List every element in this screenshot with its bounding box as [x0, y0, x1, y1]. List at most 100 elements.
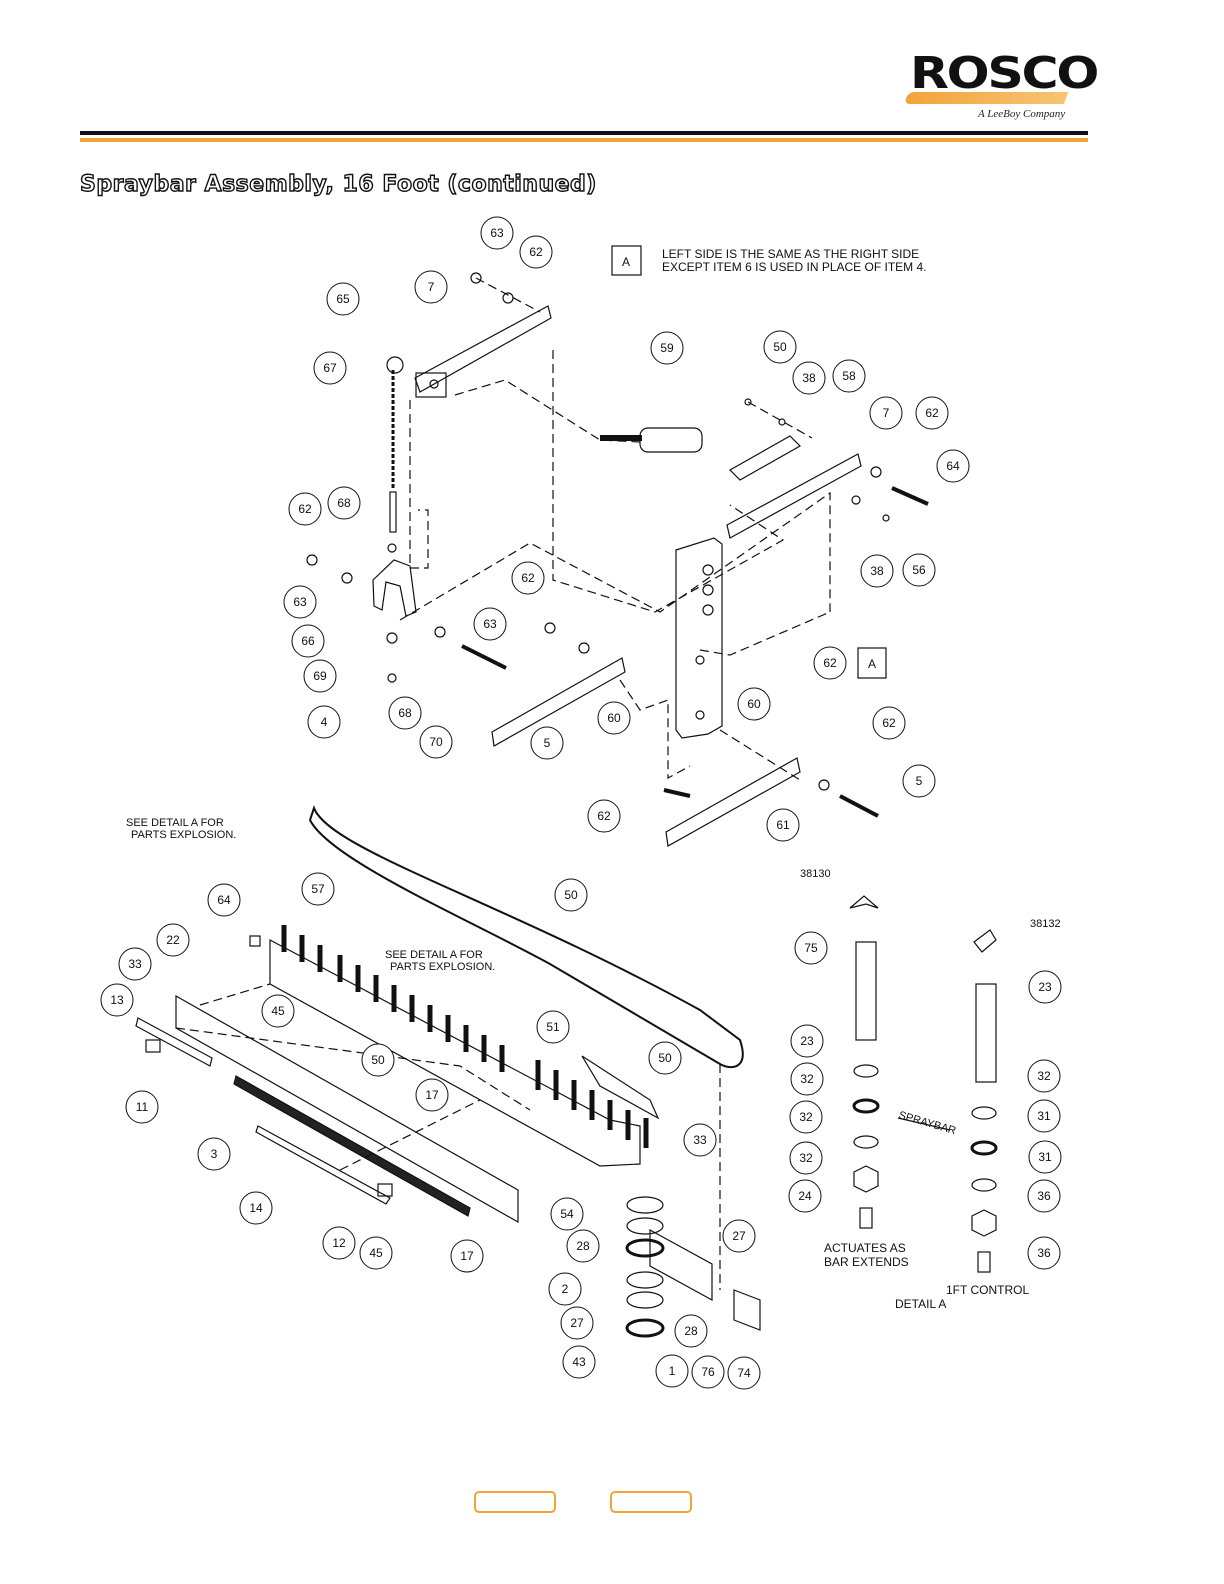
callout-number: 38 — [802, 371, 816, 385]
bar-7-right — [726, 453, 862, 539]
header-rule-orange — [80, 138, 1088, 142]
callout-number: 50 — [371, 1053, 385, 1067]
callout-number: 63 — [483, 617, 497, 631]
ring-stack — [625, 1196, 665, 1338]
bar-5-right — [665, 757, 801, 847]
callout-number: 2 — [562, 1282, 569, 1296]
callout-circle — [519, 235, 553, 269]
extension-2 — [649, 1228, 713, 1302]
callout-number: 45 — [369, 1246, 383, 1260]
see-detail-2-line1: SEE DETAIL A FOR — [385, 949, 483, 961]
callout-circle — [1027, 1059, 1061, 1093]
note-box-a — [611, 245, 642, 276]
plate-11 — [175, 994, 519, 1224]
bar-5-left — [491, 657, 626, 747]
callout-number: 27 — [732, 1229, 746, 1243]
callout-number: 22 — [166, 933, 180, 947]
callout-circle — [291, 624, 325, 658]
detail-a-label: DETAIL A — [895, 1297, 946, 1311]
callout-number: 31 — [1038, 1150, 1052, 1164]
callout-circle — [789, 1141, 823, 1175]
bar-7-upper — [414, 305, 552, 393]
callout-number: 58 — [842, 369, 856, 383]
page-title: Spraybar Assembly, 16 Foot (continued) — [79, 171, 597, 197]
callout-number: 7 — [883, 406, 890, 420]
spraybar-line — [897, 1117, 951, 1131]
callout-circle — [813, 646, 847, 680]
callout-circle — [207, 883, 241, 917]
bar-7-block — [415, 372, 447, 398]
callout-number: 64 — [946, 459, 960, 473]
callout-number: 63 — [490, 226, 504, 240]
callout-number: 60 — [747, 697, 761, 711]
note-text-line1: LEFT SIDE IS THE SAME AS THE RIGHT SIDE — [662, 247, 919, 261]
callout-circle — [788, 1179, 822, 1213]
prev-page-button[interactable] — [474, 1491, 556, 1513]
callout-number: 33 — [128, 957, 142, 971]
valve-38130 — [849, 895, 879, 909]
callout-number: 74 — [737, 1366, 751, 1380]
hitch-plate-66 — [372, 559, 417, 617]
callout-number: 61 — [776, 818, 790, 832]
callout-number: 38 — [870, 564, 884, 578]
callout-circle — [197, 1137, 231, 1171]
callout-circle — [737, 687, 771, 721]
callout-number: 51 — [546, 1020, 560, 1034]
header-rule-black — [80, 131, 1088, 135]
callout-number: 5 — [544, 736, 551, 750]
callout-circle — [792, 361, 826, 395]
callout-number: 36 — [1037, 1246, 1051, 1260]
callout-number: 3 — [211, 1147, 218, 1161]
callout-circle — [156, 923, 190, 957]
callout-circle — [674, 1314, 708, 1348]
callout-circle — [683, 1123, 717, 1157]
callout-circle — [766, 808, 800, 842]
callout-number: 69 — [313, 669, 327, 683]
callout-number: 23 — [800, 1034, 814, 1048]
callout-circle — [548, 1272, 582, 1306]
spraybar-label: SPRAYBAR — [897, 1109, 957, 1137]
callout-circle — [511, 561, 545, 595]
valve-38132 — [973, 929, 997, 953]
callout-circle — [388, 696, 422, 730]
callout-circle — [480, 216, 514, 250]
bar-13 — [135, 1017, 213, 1067]
callout-number: 62 — [529, 245, 543, 259]
callout-number: 5 — [916, 774, 923, 788]
callout-circle — [414, 270, 448, 304]
block-17-right — [377, 1183, 393, 1197]
cylinder-59 — [639, 427, 703, 453]
nut-36-right — [971, 1209, 997, 1237]
bar-7-hole — [429, 379, 439, 389]
see-detail-1-line2: PARTS EXPLOSION. — [131, 829, 236, 841]
callout-number: 66 — [301, 634, 315, 648]
callout-circle — [100, 983, 134, 1017]
next-page-button[interactable] — [610, 1491, 692, 1513]
callout-number: 54 — [560, 1207, 574, 1221]
plug-57 — [249, 935, 261, 947]
callout-number: 68 — [337, 496, 351, 510]
callout-circle — [727, 1356, 761, 1390]
callout-number: 43 — [572, 1355, 586, 1369]
callout-circle — [313, 351, 347, 385]
callout-number: 59 — [660, 341, 674, 355]
callout-number: 1 — [669, 1364, 676, 1378]
callout-circle — [860, 554, 894, 588]
callout-circle — [303, 659, 337, 693]
callout-circle — [283, 585, 317, 619]
callout-number: 76 — [701, 1365, 715, 1379]
callout-number: 11 — [136, 1100, 149, 1114]
valve-body-23-right — [975, 983, 997, 1083]
callout-circle — [327, 486, 361, 520]
callout-number: 4 — [321, 715, 328, 729]
callout-number: 68 — [398, 706, 412, 720]
callout-circle — [261, 994, 295, 1028]
see-detail-1-line1: SEE DETAIL A FOR — [126, 817, 224, 829]
callout-circle — [722, 1219, 756, 1253]
end-bracket — [581, 1055, 660, 1120]
pin-61 — [663, 788, 691, 798]
callout-number: 62 — [597, 809, 611, 823]
logo-wordmark: ROSCO — [910, 48, 1099, 99]
callout-number: 62 — [521, 571, 535, 585]
